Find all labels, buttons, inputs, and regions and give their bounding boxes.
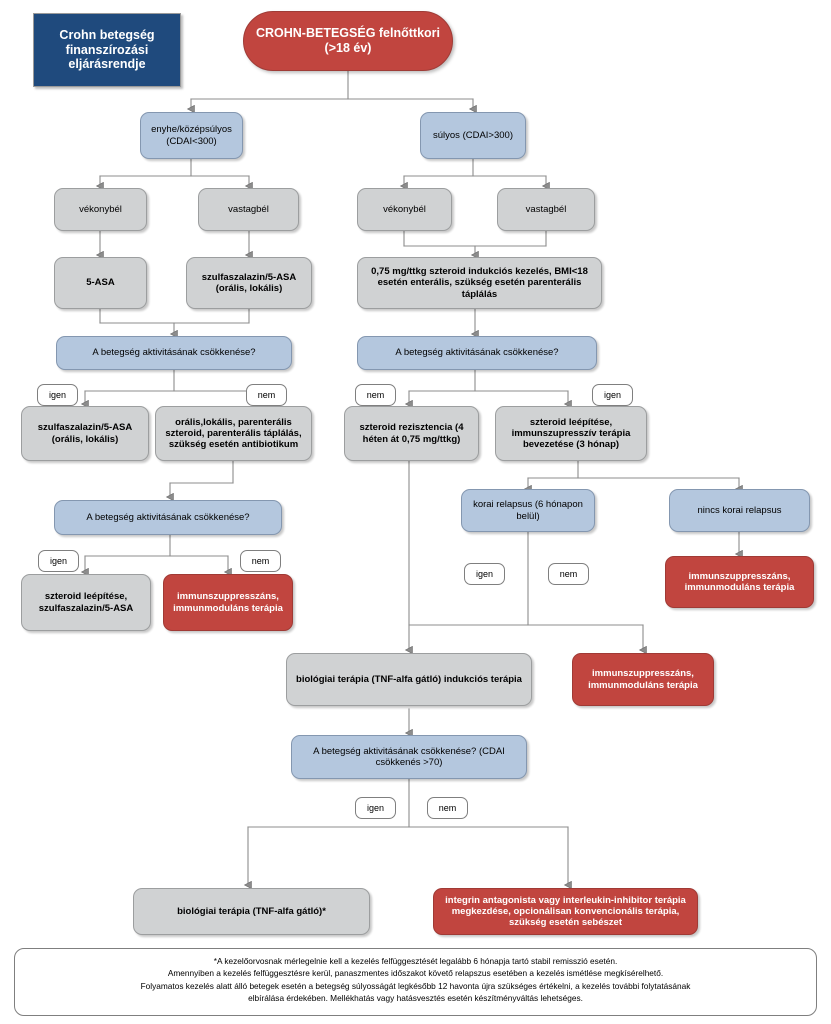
- node-severe-small-bowel[interactable]: vékonybél: [357, 188, 452, 231]
- decision-cdai-reduction-label: A betegség aktivitásának csökkenése? (CD…: [313, 745, 505, 768]
- node-immunosuppressant-no-relapse[interactable]: immunszuppresszáns, immunmoduláns terápi…: [665, 556, 814, 608]
- edge-label-left1-no: nem: [246, 384, 287, 406]
- node-severe-small-bowel-label: vékonybél: [383, 203, 426, 215]
- node-biologic-final[interactable]: biológiai terápia (TNF-alfa gátló)*: [133, 888, 370, 935]
- edge-label-relapse-yes: igen: [464, 563, 505, 585]
- edge-label-left2-yes: igen: [38, 550, 79, 572]
- node-integrin-antagonist-final[interactable]: integrin antagonista vagy interleukin-in…: [433, 888, 698, 935]
- node-steroid-resistance[interactable]: szteroid rezisztencia (4 héten át 0,75 m…: [344, 406, 479, 461]
- node-integrin-antagonist-final-label: integrin antagonista vagy interleukin-in…: [445, 894, 686, 929]
- node-mild-large-bowel-label: vastagbél: [228, 203, 269, 215]
- node-immunosuppressant-relapse-no[interactable]: immunszuppresszáns, immunmoduláns terápi…: [572, 653, 714, 706]
- node-5-asa[interactable]: 5-ASA: [54, 257, 147, 309]
- edge-label-cdai-yes-text: igen: [366, 802, 384, 813]
- decision-activity-reduction-left-1-label: A betegség aktivitásának csökkenése?: [92, 347, 256, 359]
- node-severe-label: súlyos (CDAI>300): [433, 129, 513, 141]
- node-left1-yes-sulfasalazine-label: szulfaszalazin/5-ASA (orális, lokális): [37, 422, 133, 445]
- decision-activity-reduction-left-2[interactable]: A betegség aktivitásának csökkenése?: [54, 500, 282, 535]
- edge-label-relapse-yes-text: igen: [475, 568, 493, 579]
- node-steroid-induction-label: 0,75 mg/ttkg szteroid indukciós kezelés,…: [371, 266, 588, 300]
- root-node-crohn-disease[interactable]: CROHN-BETEGSÉG felnőttkori (>18 év): [243, 11, 453, 71]
- decision-activity-reduction-right-1[interactable]: A betegség aktivitásának csökkenése?: [357, 336, 597, 370]
- node-early-relapse-label: korai relapsus (6 hónapon belül): [473, 499, 583, 522]
- node-steroid-taper-immunosuppressive-label: szteroid leépítése, immunszupresszív ter…: [511, 416, 631, 451]
- edge-label-right1-no: nem: [355, 384, 396, 406]
- decision-cdai-reduction[interactable]: A betegség aktivitásának csökkenése? (CD…: [291, 735, 527, 779]
- node-left2-no-immunosuppressant[interactable]: immunszuppresszáns, immunmoduláns terápi…: [163, 574, 293, 631]
- node-mild-large-bowel[interactable]: vastagbél: [198, 188, 299, 231]
- node-mild-small-bowel[interactable]: vékonybél: [54, 188, 147, 231]
- edge-label-left1-yes-text: igen: [48, 389, 66, 400]
- decision-activity-reduction-left-1[interactable]: A betegség aktivitásának csökkenése?: [56, 336, 292, 370]
- decision-activity-reduction-right-1-label: A betegség aktivitásának csökkenése?: [395, 347, 559, 359]
- title-box: Crohn betegség finanszírozási eljárásren…: [33, 13, 181, 87]
- edge-label-relapse-no-text: nem: [559, 568, 578, 579]
- node-mild-small-bowel-label: vékonybél: [79, 203, 122, 215]
- node-sulfasalazine-oral[interactable]: szulfaszalazin/5-ASA (orális, lokális): [186, 257, 312, 309]
- edge-label-right1-no-text: nem: [366, 389, 385, 400]
- node-no-early-relapse[interactable]: nincs korai relapsus: [669, 489, 810, 532]
- footnote-box: *A kezelőorvosnak mérlegelnie kell a kez…: [14, 948, 817, 1016]
- node-mild-moderate-label: enyhe/középsúlyos (CDAI<300): [151, 124, 232, 147]
- title-box-label: Crohn betegség finanszírozási eljárásren…: [59, 27, 155, 72]
- edge-label-right1-yes-text: igen: [603, 389, 621, 400]
- footnote-line-2: Amennyiben a kezelés felfüggesztésre ker…: [167, 968, 664, 979]
- node-biologic-induction[interactable]: biológiai terápia (TNF-alfa gátló) induk…: [286, 653, 532, 706]
- edge-label-left2-yes-text: igen: [49, 555, 67, 566]
- edge-label-left2-no: nem: [240, 550, 281, 572]
- node-no-early-relapse-label: nincs korai relapsus: [697, 504, 782, 516]
- footnote-line-3: Folyamatos kezelés alatt álló betegek es…: [140, 980, 691, 991]
- footnote-line-1: *A kezelőorvosnak mérlegelnie kell a kez…: [213, 956, 618, 966]
- node-left1-yes-sulfasalazine[interactable]: szulfaszalazin/5-ASA (orális, lokális): [21, 406, 149, 461]
- edge-label-left1-yes: igen: [37, 384, 78, 406]
- edge-label-left1-no-text: nem: [257, 389, 276, 400]
- node-steroid-taper-immunosuppressive[interactable]: szteroid leépítése, immunszupresszív ter…: [495, 406, 647, 461]
- root-node-label: CROHN-BETEGSÉG felnőttkori (>18 év): [255, 26, 441, 55]
- edge-label-cdai-no: nem: [427, 797, 468, 819]
- edge-label-relapse-no: nem: [548, 563, 589, 585]
- node-immunosuppressant-no-relapse-label: immunszuppresszáns, immunmoduláns terápi…: [684, 570, 795, 593]
- node-severe[interactable]: súlyos (CDAI>300): [420, 112, 526, 159]
- node-severe-large-bowel[interactable]: vastagbél: [497, 188, 595, 231]
- node-biologic-final-label: biológiai terápia (TNF-alfa gátló)*: [177, 905, 326, 917]
- edge-label-left2-no-text: nem: [251, 555, 270, 566]
- footnote-line-4: elbírálása érdekében. Mellékhatás vagy h…: [248, 993, 583, 1004]
- node-early-relapse[interactable]: korai relapsus (6 hónapon belül): [461, 489, 595, 532]
- edge-label-cdai-yes: igen: [355, 797, 396, 819]
- node-biologic-induction-label: biológiai terápia (TNF-alfa gátló) induk…: [296, 673, 522, 685]
- edge-label-cdai-no-text: nem: [438, 802, 457, 813]
- decision-activity-reduction-left-2-label: A betegség aktivitásának csökkenése?: [86, 511, 250, 523]
- node-left2-yes-steroid-taper[interactable]: szteroid leépítése, szulfaszalazin/5-ASA: [21, 574, 151, 631]
- node-steroid-induction[interactable]: 0,75 mg/ttkg szteroid indukciós kezelés,…: [357, 257, 602, 309]
- node-left2-yes-steroid-taper-label: szteroid leépítése, szulfaszalazin/5-ASA: [38, 591, 134, 614]
- node-left1-no-steroid-antibiotic-label: orális,lokális, parenterális szteroid, p…: [165, 416, 302, 451]
- node-mild-moderate[interactable]: enyhe/középsúlyos (CDAI<300): [140, 112, 243, 159]
- node-severe-large-bowel-label: vastagbél: [525, 203, 567, 215]
- node-left2-no-immunosuppressant-label: immunszuppresszáns, immunmoduláns terápi…: [173, 591, 283, 614]
- edge-label-right1-yes: igen: [592, 384, 633, 406]
- node-5-asa-label: 5-ASA: [86, 277, 115, 289]
- node-steroid-resistance-label: szteroid rezisztencia (4 héten át 0,75 m…: [359, 422, 464, 445]
- node-left1-no-steroid-antibiotic[interactable]: orális,lokális, parenterális szteroid, p…: [155, 406, 312, 461]
- node-sulfasalazine-oral-label: szulfaszalazin/5-ASA (orális, lokális): [201, 271, 297, 294]
- node-immunosuppressant-relapse-no-label: immunszuppresszáns, immunmoduláns terápi…: [588, 668, 698, 691]
